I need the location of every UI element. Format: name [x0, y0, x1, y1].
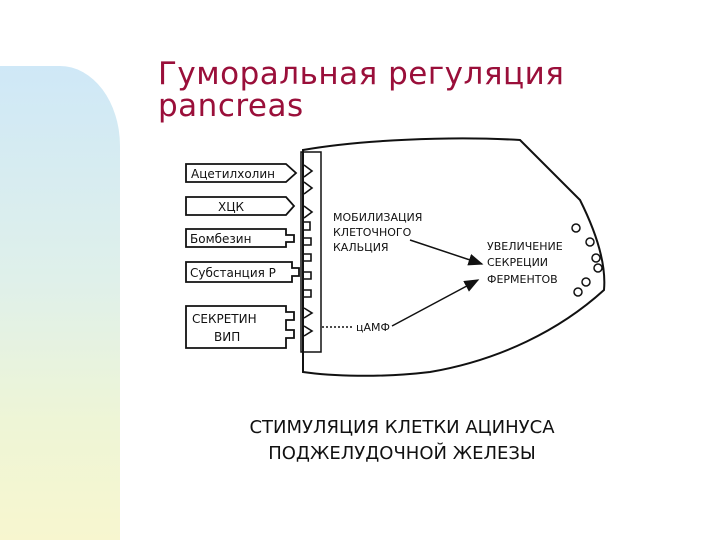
receptor-box-bombesin: Бомбезин: [185, 228, 295, 248]
calcium-label-line3: КАЛЬЦИЯ: [333, 241, 389, 254]
calcium-label-line1: МОБИЛИЗАЦИЯ: [333, 211, 422, 224]
slide-title-line2: pancreas: [158, 88, 304, 124]
decorative-side-band: [0, 66, 120, 540]
receptor-box-substance-p: Субстанция Р: [185, 261, 300, 283]
cell-membrane: [300, 151, 322, 353]
result-label-line1: УВЕЛИЧЕНИЕ: [487, 240, 563, 253]
membrane-receptor-marks: [303, 164, 314, 337]
slide-title-line1: Гуморальная регуляция: [158, 56, 565, 92]
camp-label: цАМФ: [356, 321, 390, 334]
receptor-label-bombesin: Бомбезин: [190, 232, 251, 246]
receptor-label-vip: ВИП: [214, 330, 240, 344]
slide-title: Гуморальная регуляция pancreas: [158, 58, 698, 122]
receptor-label-cck: ХЦК: [218, 200, 245, 214]
result-label-line2: СЕКРЕЦИИ: [487, 256, 548, 269]
result-label-line3: ФЕРМЕНТОВ: [487, 273, 558, 286]
caption-line1: СТИМУЛЯЦИЯ КЛЕТКИ АЦИНУСА: [249, 417, 555, 438]
receptor-label-acetylcholine: Ацетилхолин: [191, 167, 275, 181]
receptor-label-substance-p: Субстанция Р: [190, 266, 276, 280]
receptor-label-secretin: СЕКРЕТИН: [192, 312, 257, 326]
calcium-label-line2: КЛЕТОЧНОГО: [333, 226, 412, 239]
arrow-calcium-to-secretion: [409, 239, 484, 266]
secretory-granules: [571, 223, 603, 297]
cell-outline: [302, 137, 606, 377]
receptor-box-cck: ХЦК: [185, 196, 296, 216]
caption-line2: ПОДЖЕЛУДОЧНОЙ ЖЕЛЕЗЫ: [268, 442, 536, 464]
arrow-camp-to-secretion: [391, 279, 480, 327]
receptor-box-acetylcholine: Ацетилхолин: [185, 163, 298, 183]
receptor-box-secretin-vip: СЕКРЕТИН ВИП: [185, 305, 295, 349]
